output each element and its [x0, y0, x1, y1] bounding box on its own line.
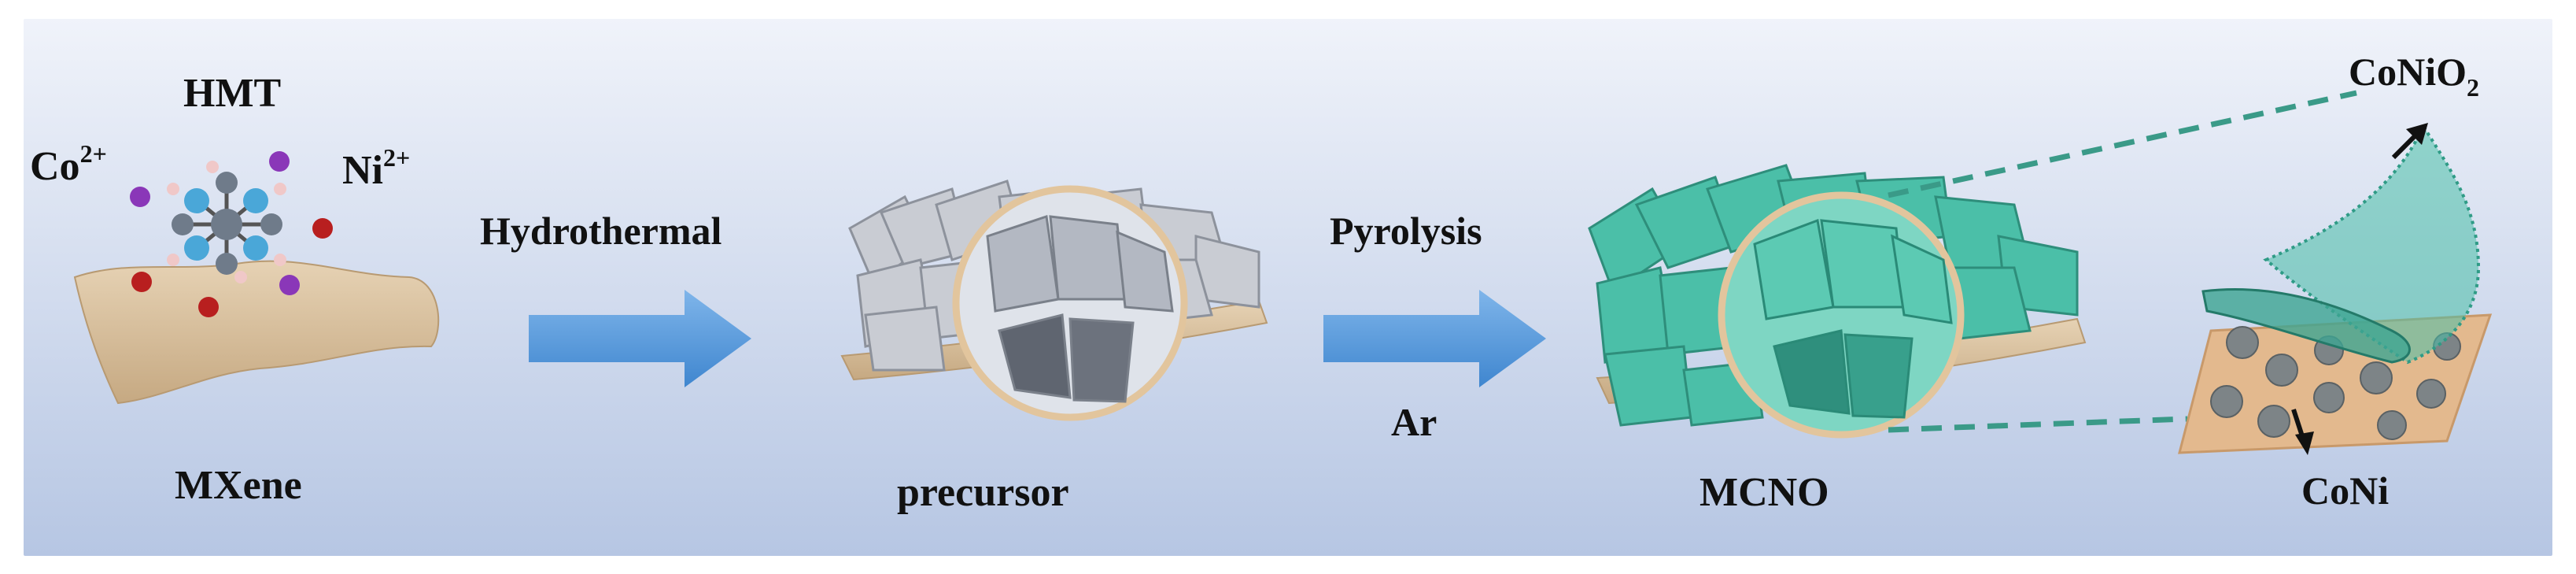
mxene-label: MXene — [175, 463, 302, 508]
co-ions-icon — [130, 151, 300, 295]
ni-ions-icon — [131, 218, 333, 317]
coni-label: CoNi — [2301, 468, 2389, 513]
mxene-stage: HMT Co2+ Ni2+ MXene — [30, 71, 440, 508]
arrowhead-icon — [2295, 431, 2314, 455]
hydrothermal-label: Hydrothermal — [480, 209, 722, 253]
precursor-stage: precursor — [840, 180, 1268, 515]
hydrothermal-step: Hydrothermal — [480, 209, 751, 387]
coniO2-mesh-ribbon — [2201, 287, 2411, 364]
pyrolysis-label: Pyrolysis — [1330, 209, 1482, 253]
mcno-label: MCNO — [1699, 470, 1829, 515]
pyrolysis-step: Pyrolysis Ar — [1323, 209, 1546, 444]
mcno-flakes — [1588, 164, 2079, 427]
co-ion-label: Co2+ — [30, 139, 107, 189]
coniO2-pointer-arrow — [2391, 131, 2419, 160]
hmt-label: HMT — [183, 71, 281, 116]
precursor-cutaway — [986, 215, 1174, 403]
coniO2-mesh-sheet — [2263, 122, 2481, 365]
coniO2-detail: CoNiO2 CoNi — [2178, 50, 2493, 513]
ar-label: Ar — [1391, 400, 1437, 444]
right-arrow-icon — [1323, 290, 1546, 387]
coniO2-label: CoNiO2 — [2349, 50, 2479, 102]
background-panel — [20, 16, 2556, 559]
mcno-cutaway — [1753, 218, 1953, 419]
mcno-stage: MCNO — [1588, 164, 2087, 515]
zoom-line-top — [1888, 90, 2357, 198]
ni-ion-label: Ni2+ — [342, 143, 410, 193]
arrowhead-icon — [2406, 123, 2428, 145]
precursor-label: precursor — [897, 470, 1069, 515]
zoom-line-bottom — [1888, 416, 2188, 433]
hmt-molecule-icon — [167, 161, 286, 283]
right-arrow-icon — [529, 290, 751, 387]
coni-particles-icon — [2210, 326, 2461, 440]
